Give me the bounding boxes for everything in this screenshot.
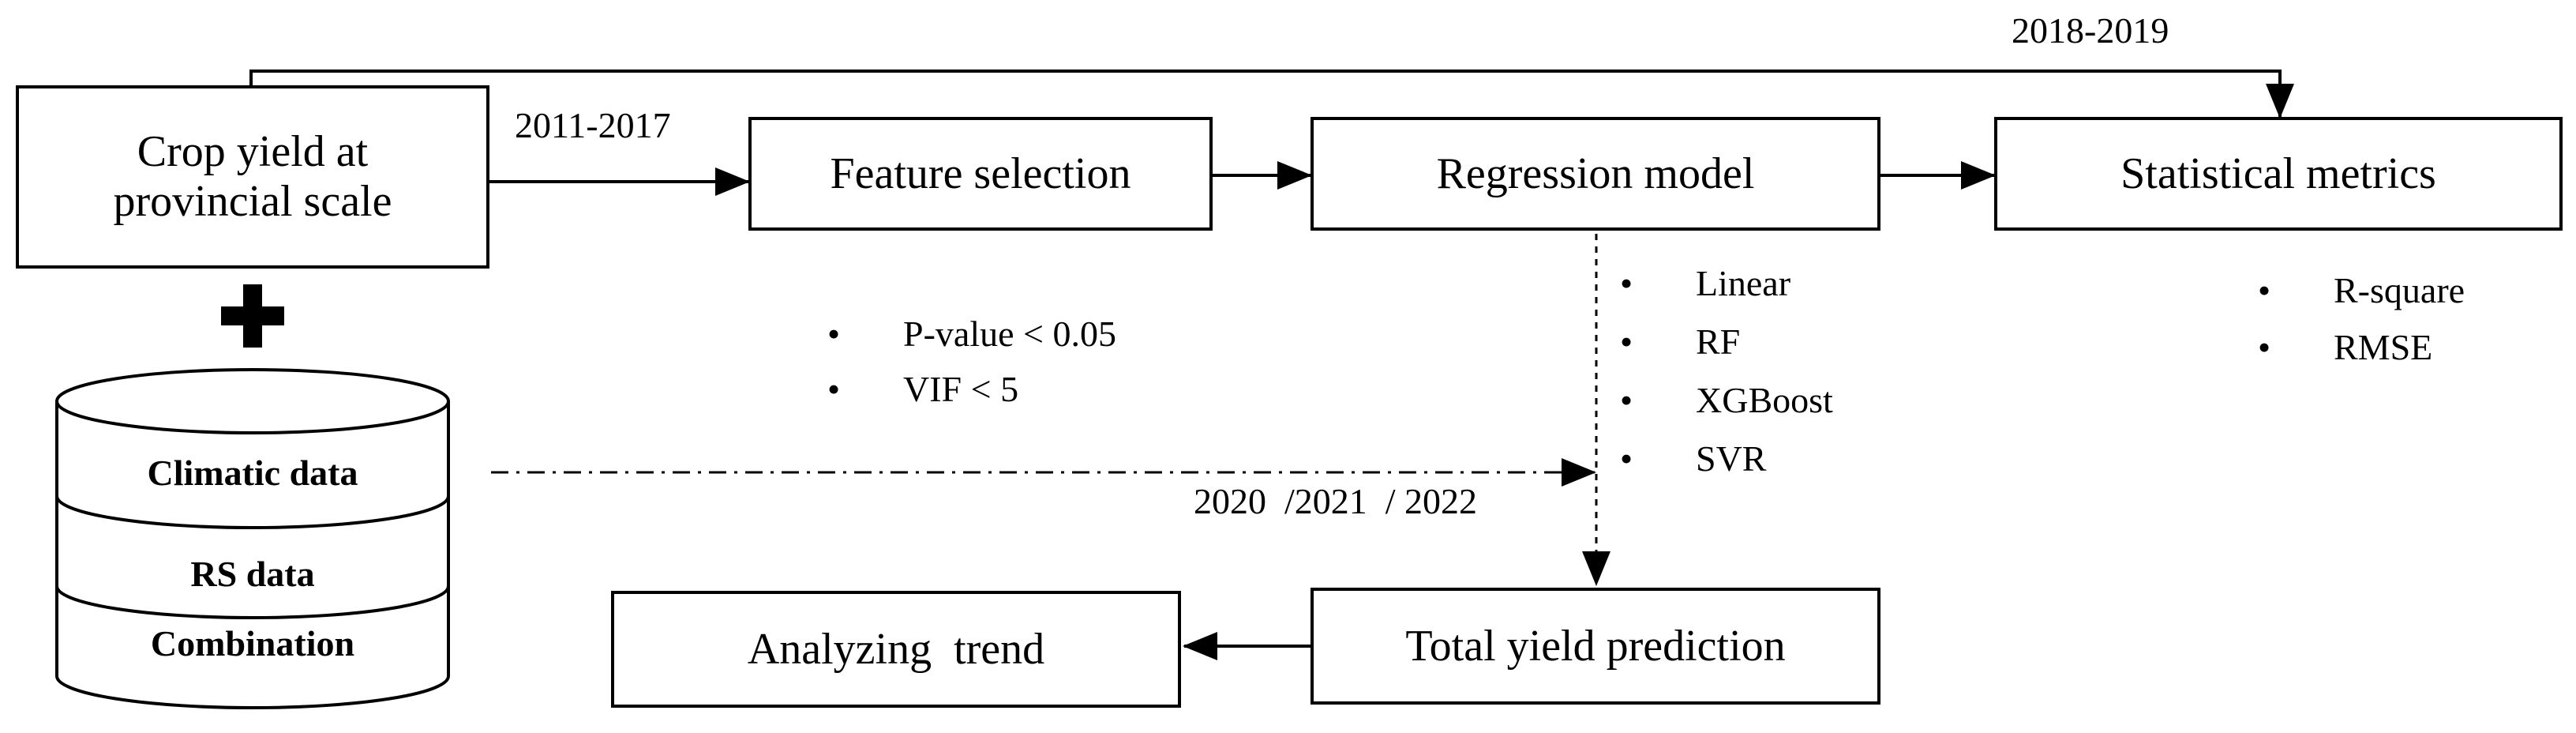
- list-item: XGBoost: [1620, 371, 1833, 430]
- statistical-metrics-box: Statistical metrics: [1994, 117, 2563, 231]
- list-item: RMSE: [2258, 319, 2465, 376]
- rs-data-label: RS data: [190, 554, 315, 594]
- list-item: P-value < 0.05: [827, 306, 1116, 362]
- combination-label: Combination: [150, 623, 355, 663]
- total-yield-prediction-label: Total yield prediction: [1405, 621, 1786, 671]
- metrics-list: R-square RMSE: [2258, 262, 2465, 376]
- training-period-label: 2011-2017: [515, 105, 671, 145]
- list-item: SVR: [1620, 430, 1833, 488]
- crop-yield-box: Crop yield at provincial scale: [16, 85, 489, 269]
- arrow-crop-to-metrics: [249, 70, 2294, 118]
- climatic-data-label: Climatic data: [147, 453, 358, 493]
- list-item: Linear: [1620, 254, 1833, 313]
- regression-model-box: Regression model: [1310, 117, 1880, 231]
- plus-icon: [221, 284, 284, 348]
- feature-criteria-list: P-value < 0.05 VIF < 5: [827, 306, 1116, 417]
- crop-yield-label: Crop yield at provincial scale: [113, 127, 392, 226]
- regression-methods-list: Linear RF XGBoost SVR: [1620, 254, 1833, 488]
- statistical-metrics-label: Statistical metrics: [2120, 148, 2436, 198]
- list-item: VIF < 5: [827, 362, 1116, 417]
- database-cylinder-icon: [55, 368, 450, 709]
- prediction-period-label: 2020 /2021 / 2022: [1194, 481, 1478, 521]
- list-item: RF: [1620, 313, 1833, 371]
- feature-selection-label: Feature selection: [830, 148, 1131, 198]
- regression-model-label: Regression model: [1436, 148, 1755, 198]
- feature-selection-box: Feature selection: [748, 117, 1213, 231]
- list-item: R-square: [2258, 262, 2465, 319]
- analyzing-trend-box: Analyzing trend: [611, 591, 1181, 708]
- validation-period-label: 2018-2019: [2012, 10, 2169, 51]
- total-yield-prediction-box: Total yield prediction: [1310, 588, 1880, 705]
- analyzing-trend-label: Analyzing trend: [747, 624, 1045, 674]
